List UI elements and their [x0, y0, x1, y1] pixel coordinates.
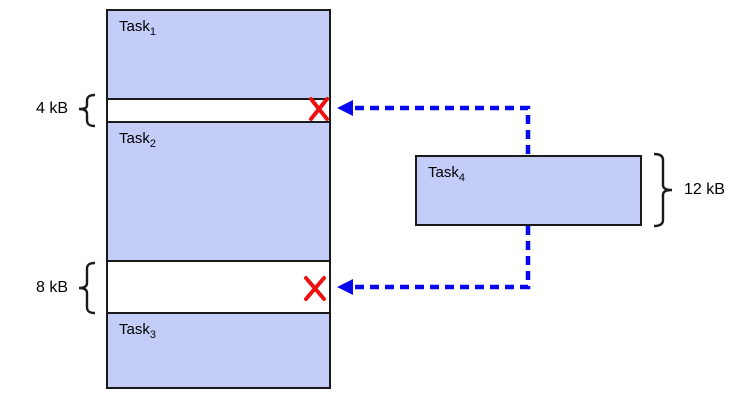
arrowhead-left-icon: [337, 100, 353, 116]
gap-4kb-size-label: 4 kB: [35, 100, 68, 117]
arrow-to-4kb-gap: [352, 105, 531, 154]
arrow-to-8kb-gap: [352, 226, 531, 290]
task2-label: Task2: [119, 130, 156, 150]
free-gap-4kb: [108, 100, 329, 121]
free-gap-8kb: [108, 262, 329, 312]
task3-label: Task3: [119, 321, 156, 341]
arrowhead-left-icon: [337, 279, 353, 295]
task4-label: Task4: [428, 164, 465, 184]
gap-8kb-size-label: 8 kB: [35, 279, 68, 296]
task4-12kb-brace: [653, 152, 673, 228]
task4-size-label: 12 kB: [684, 181, 725, 198]
task1-block: Task1: [106, 9, 331, 100]
gap-8kb-brace: [78, 261, 96, 315]
task2-block: Task2: [106, 121, 331, 262]
task3-block: Task3: [106, 312, 331, 389]
gap-4kb-brace: [78, 93, 96, 128]
task4-block: Task4: [415, 155, 642, 226]
task1-label: Task1: [119, 18, 156, 38]
